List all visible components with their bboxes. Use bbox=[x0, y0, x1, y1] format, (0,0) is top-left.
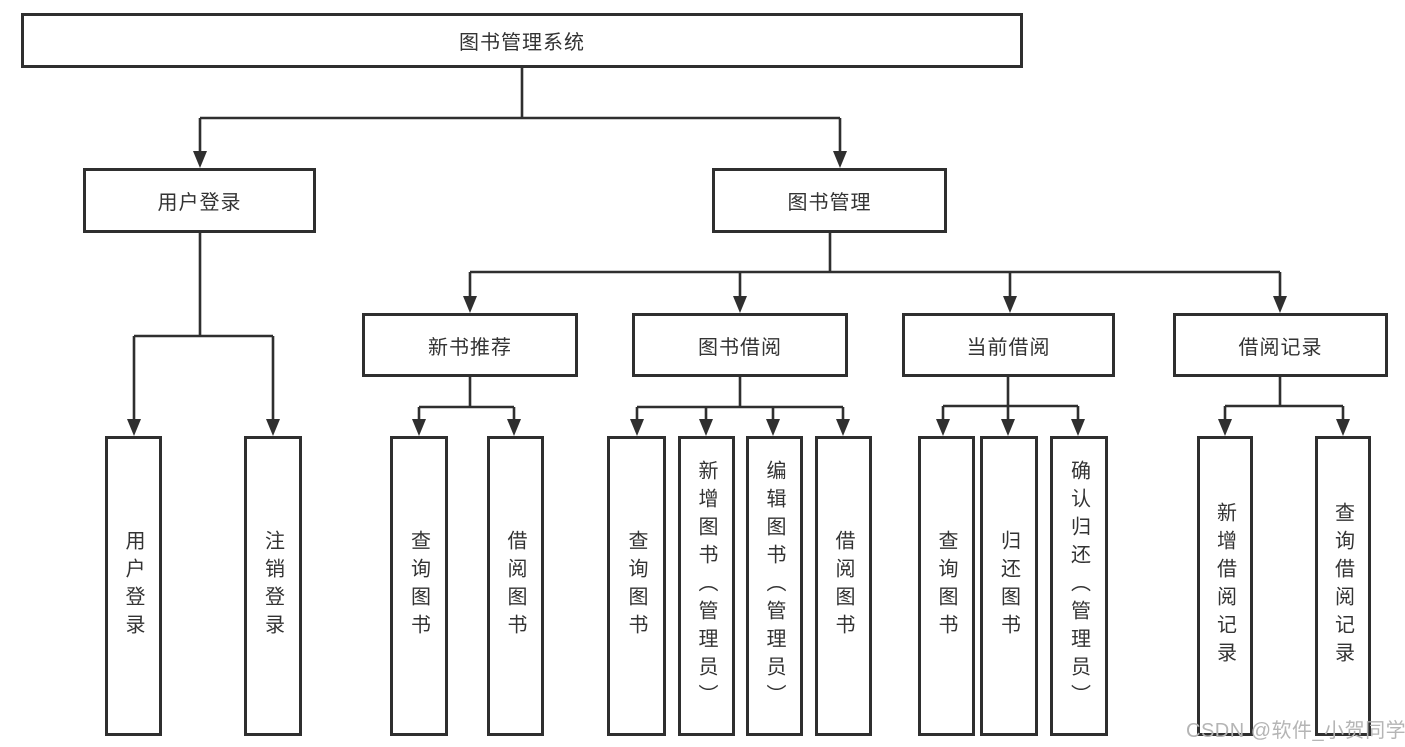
node-library-management-system: 图书管理系统 bbox=[21, 13, 1023, 68]
node-borrow-record: 借阅记录 bbox=[1173, 313, 1388, 377]
leaf-user-login: 用户登录 bbox=[105, 436, 162, 736]
node-current-borrow: 当前借阅 bbox=[902, 313, 1115, 377]
leaf-query-borrow-record: 查询借阅记录 bbox=[1315, 436, 1371, 736]
node-user-login: 用户登录 bbox=[83, 168, 316, 233]
node-new-book-recommend: 新书推荐 bbox=[362, 313, 578, 377]
leaf-confirm-return-admin: 确认归还（管理员） bbox=[1050, 436, 1108, 736]
leaf-return-books: 归还图书 bbox=[980, 436, 1038, 736]
node-book-management: 图书管理 bbox=[712, 168, 947, 233]
leaf-query-books-recommend: 查询图书 bbox=[390, 436, 448, 736]
csdn-watermark: CSDN @软件_小贺同学 bbox=[1186, 720, 1405, 742]
leaf-add-books-admin: 新增图书（管理员） bbox=[678, 436, 735, 736]
leaf-add-borrow-record: 新增借阅记录 bbox=[1197, 436, 1253, 736]
leaf-borrow-books: 借阅图书 bbox=[815, 436, 872, 736]
leaf-query-books-current: 查询图书 bbox=[918, 436, 975, 736]
leaf-query-books-borrow: 查询图书 bbox=[607, 436, 666, 736]
node-book-borrow: 图书借阅 bbox=[632, 313, 848, 377]
leaf-logout: 注销登录 bbox=[244, 436, 302, 736]
leaf-edit-books-admin: 编辑图书（管理员） bbox=[746, 436, 803, 736]
leaf-borrow-books-recommend: 借阅图书 bbox=[487, 436, 544, 736]
